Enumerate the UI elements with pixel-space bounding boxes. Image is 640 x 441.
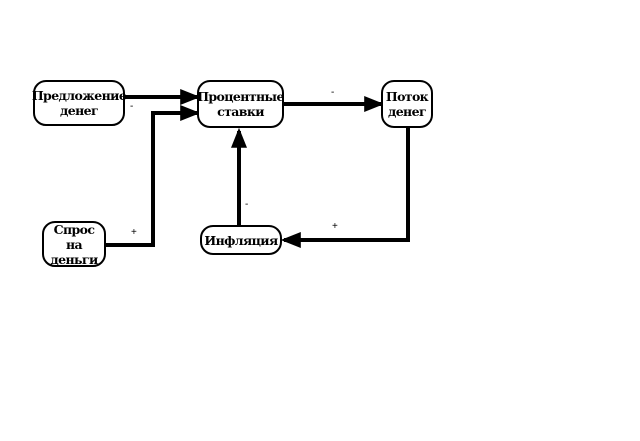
sign-rates-to-flow: - (331, 87, 335, 98)
sign-demand-to-rates: + (131, 227, 137, 238)
node-interest-rates: Процентные ставки (197, 80, 284, 128)
node-money-supply: Предложение денег (32, 80, 127, 126)
sign-supply-to-rates: - (130, 101, 134, 112)
arrow-demand-to-rates (106, 105, 201, 247)
sign-inflation-to-rates: - (245, 199, 249, 210)
node-money-demand: Спрос на деньги (42, 221, 106, 267)
sign-flow-to-inflation: + (332, 221, 338, 232)
node-inflation: Инфляция (200, 225, 282, 255)
arrow-flow-to-inflation (280, 128, 410, 248)
node-money-flow: Поток денег (381, 80, 433, 128)
